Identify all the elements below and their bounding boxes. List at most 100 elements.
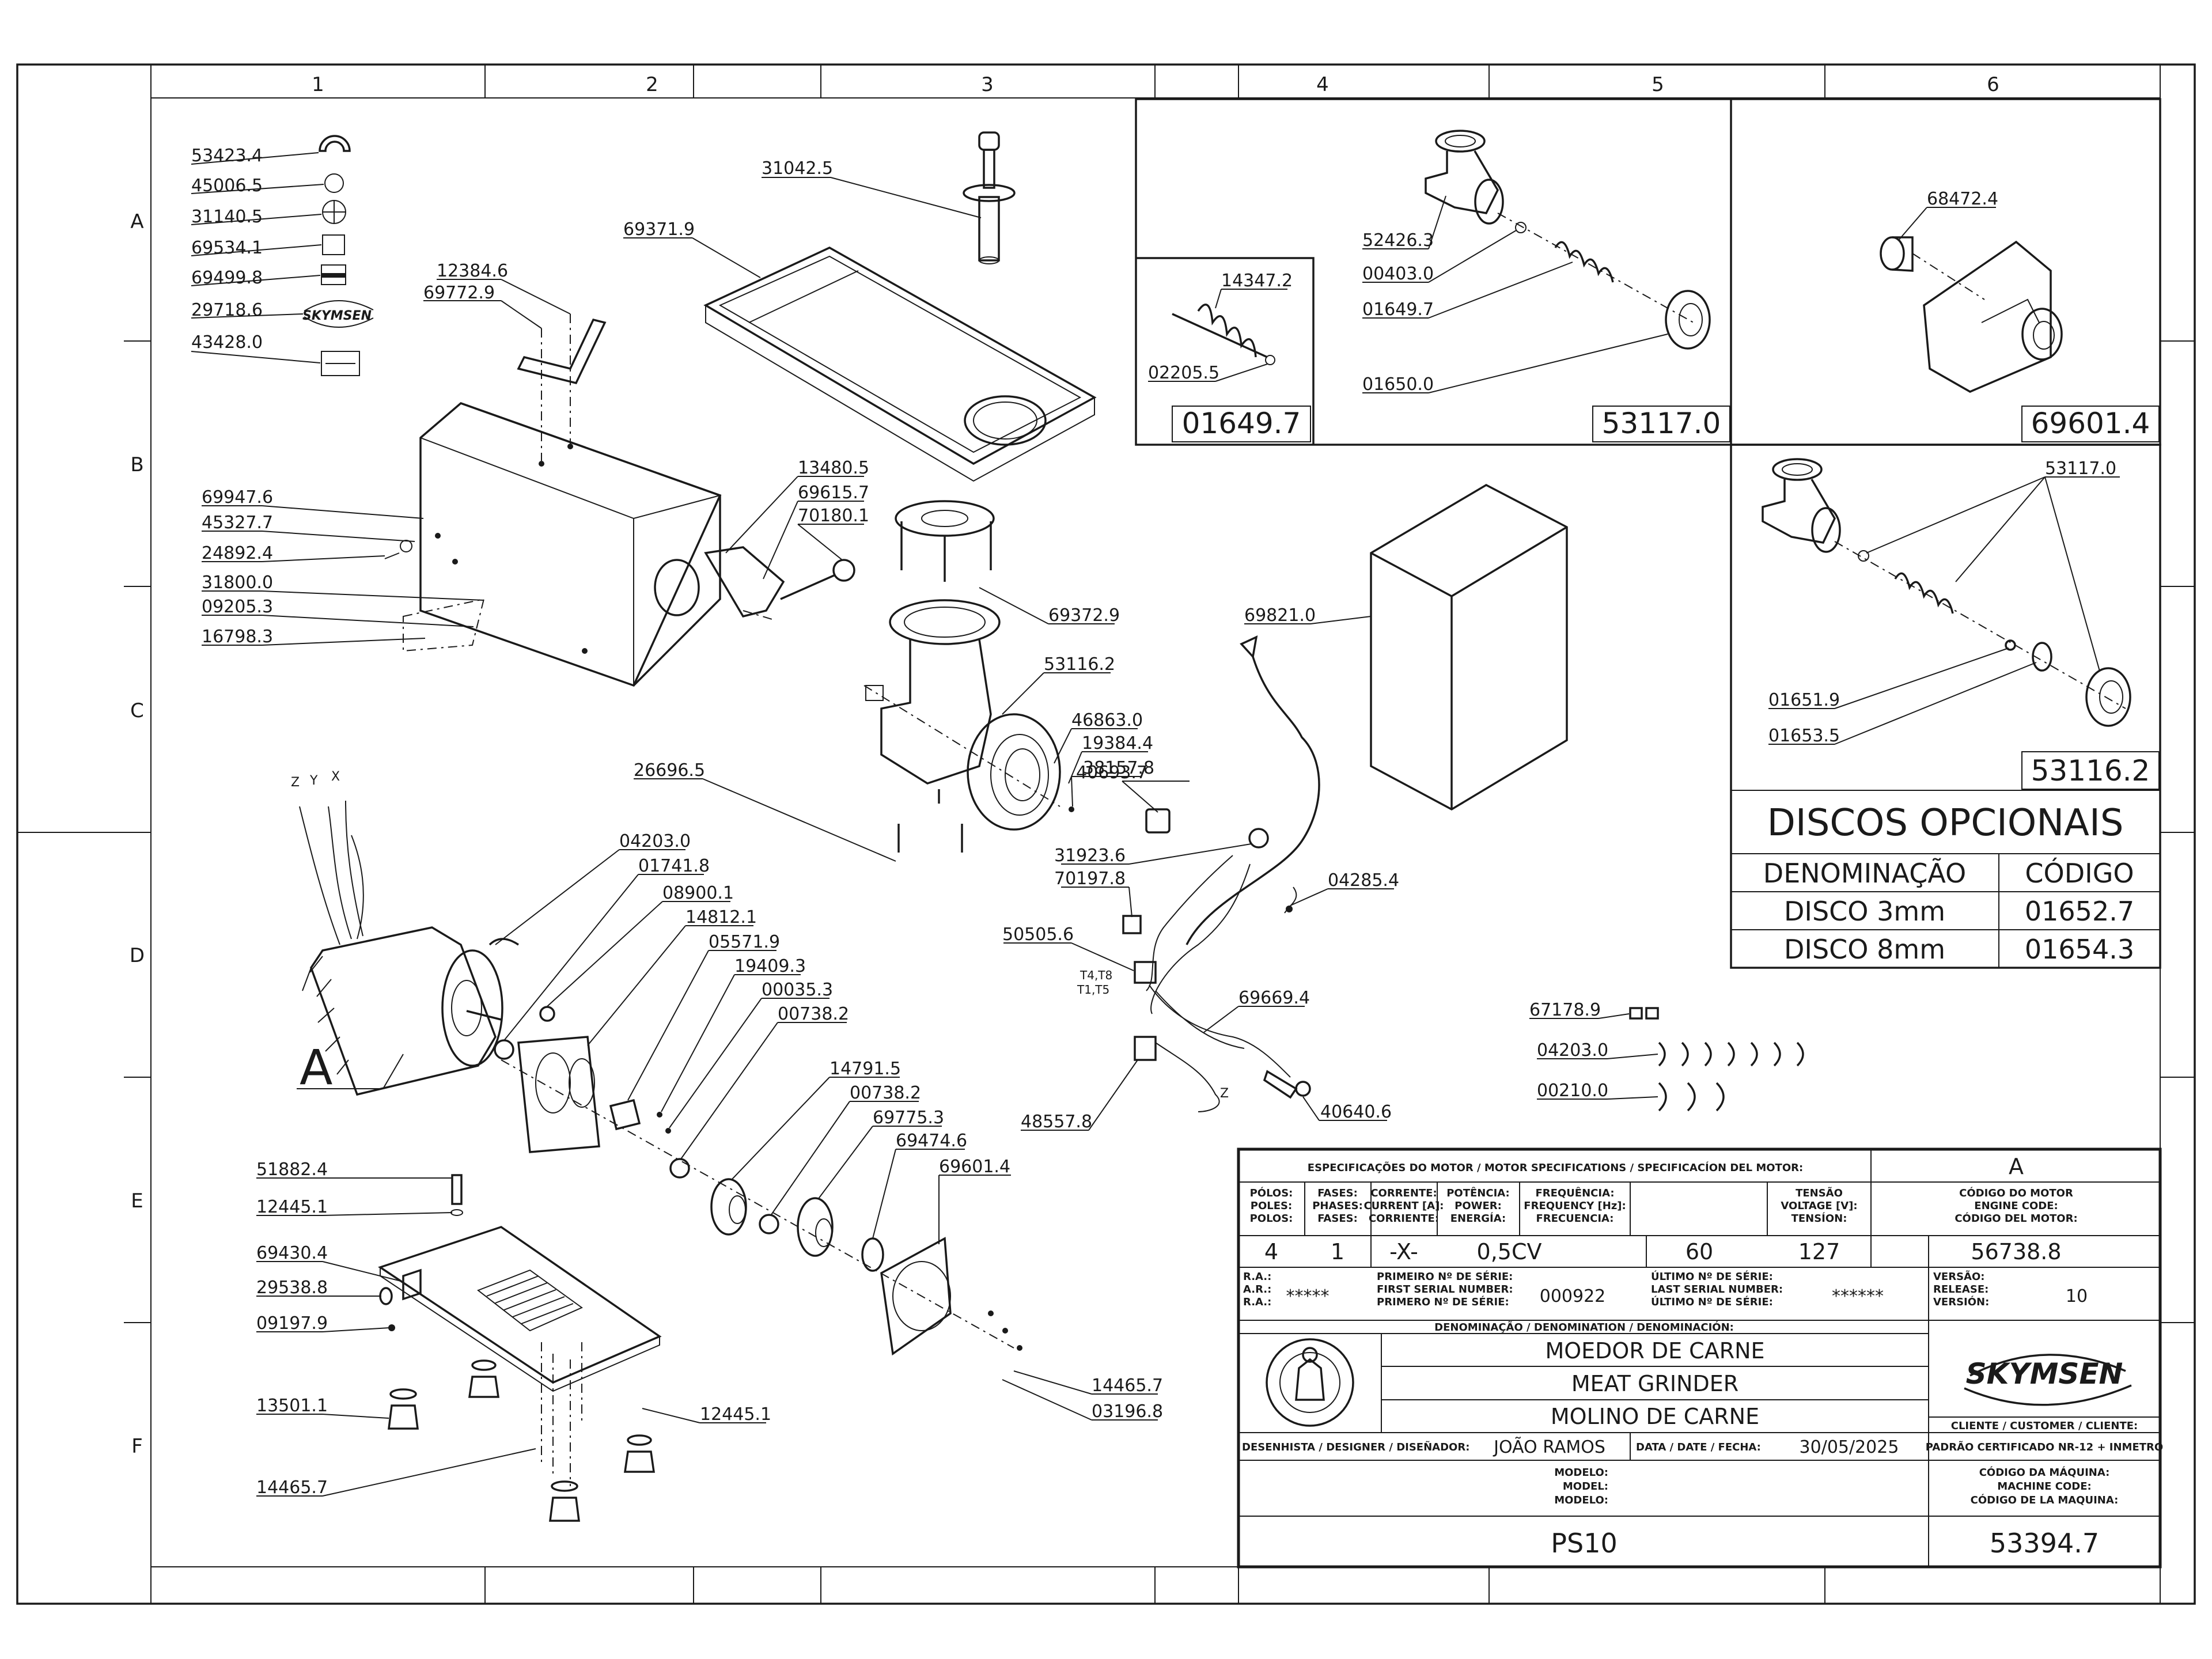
part-label: 31923.6 bbox=[1054, 846, 1126, 866]
inset-code-box-3: 69601.4 bbox=[2031, 407, 2150, 440]
part-label: 69947.6 bbox=[202, 487, 273, 507]
inset-gearbox-cover: 68472.4 bbox=[1880, 189, 2063, 393]
technician-icon bbox=[1295, 1358, 1325, 1401]
val-engine-code: 56738.8 bbox=[1971, 1239, 2061, 1264]
part-label: 45006.5 bbox=[191, 176, 263, 196]
part-label: 13501.1 bbox=[256, 1396, 328, 1416]
authorized-service-seal bbox=[1266, 1338, 1354, 1427]
capacitor bbox=[1134, 1036, 1157, 1061]
grid-col-1: 1 bbox=[312, 73, 324, 96]
part-label: 43428.0 bbox=[191, 332, 263, 353]
hdr-phases: FASES: bbox=[1317, 1187, 1358, 1199]
part-label: 69534.1 bbox=[191, 238, 263, 258]
grinder-body bbox=[880, 639, 992, 785]
wire-label: Z bbox=[291, 775, 300, 790]
part-label: 00403.0 bbox=[1362, 264, 1434, 284]
date-value: 30/05/2025 bbox=[1800, 1437, 1899, 1457]
motor-wire bbox=[488, 938, 519, 946]
ra-value: ***** bbox=[1286, 1286, 1330, 1306]
hdr-poles: PÓLOS: bbox=[1250, 1187, 1293, 1199]
label-stickers: SKYMSEN bbox=[191, 135, 374, 376]
part-label: 04203.0 bbox=[619, 831, 691, 851]
grid-row-f: F bbox=[131, 1435, 143, 1458]
pinion bbox=[609, 1099, 641, 1131]
title-block: ESPECIFICAÇÕES DO MOTOR / MOTOR SPECIFIC… bbox=[1237, 1147, 2163, 1569]
val-poles: 4 bbox=[1264, 1239, 1278, 1264]
part-label: 69499.8 bbox=[191, 268, 263, 288]
o-ring bbox=[861, 1237, 884, 1272]
part-label: 51882.4 bbox=[256, 1160, 328, 1180]
part-label: 00035.3 bbox=[762, 980, 833, 1000]
model-label: MODELO: bbox=[1554, 1467, 1608, 1479]
packing-box: 69821.0 bbox=[1244, 483, 1568, 811]
model-label: MODELO: bbox=[1554, 1494, 1608, 1506]
part-label: 31800.0 bbox=[202, 573, 273, 593]
hdr-current: CORRIENTE: bbox=[1369, 1213, 1439, 1225]
part-label: 09197.9 bbox=[256, 1313, 328, 1334]
grid-col-2: 2 bbox=[646, 73, 658, 96]
part-label: 70180.1 bbox=[798, 506, 869, 526]
inset-auger: 14347.2 02205.5 bbox=[1148, 271, 1293, 383]
part-label: 12445.1 bbox=[256, 1197, 328, 1217]
part-label: 04203.0 bbox=[1537, 1040, 1608, 1060]
part-label: 08900.1 bbox=[662, 883, 734, 903]
part-label: 16798.3 bbox=[202, 627, 273, 647]
part-label: 45327.7 bbox=[202, 513, 273, 533]
part-label: 69430.4 bbox=[256, 1243, 328, 1263]
optional-discs-title: DISCOS OPCIONAIS bbox=[1767, 802, 2124, 844]
disc-code: 01654.3 bbox=[2025, 934, 2134, 965]
designer-label: DESENHISTA / DESIGNER / DISEÑADOR: bbox=[1242, 1440, 1469, 1453]
capacitor-clip bbox=[1145, 808, 1171, 834]
motor-callout: A bbox=[300, 1039, 332, 1096]
grid-row-c: C bbox=[130, 699, 144, 722]
data-plate-icon bbox=[322, 234, 345, 255]
hdr-current: CORRENTE: bbox=[1370, 1187, 1437, 1199]
machine-code-value: 53394.7 bbox=[1990, 1528, 2099, 1559]
release-label: VERSÃO: bbox=[1933, 1270, 1984, 1283]
disc-code: 01652.7 bbox=[2025, 896, 2134, 927]
optional-discs-panel: 53116.2 53117.0 01651.9 01653.5 bbox=[1730, 444, 2161, 969]
part-label: 40693.7 bbox=[1076, 763, 1147, 783]
loose-terminals: 67178.9 04203.0 00210.0 bbox=[1529, 1000, 1804, 1112]
base-plate: 51882.4 12445.1 69430.4 29538.8 09197.9 … bbox=[256, 1160, 1163, 1522]
motor-letter: A bbox=[2009, 1154, 2024, 1179]
inset-boxes: 01649.7 53117.0 69601.4 14347.2 02205.5 bbox=[1135, 98, 2161, 446]
part-label: 29538.8 bbox=[256, 1278, 328, 1298]
hdr-engine-code: ENGINE CODE: bbox=[1974, 1200, 2058, 1212]
last-serial-value: ****** bbox=[1832, 1286, 1884, 1306]
sticker-part-labels: 53423.4 45006.5 31140.5 69534.1 69499.8 … bbox=[191, 146, 263, 353]
part-label: 69601.4 bbox=[939, 1157, 1010, 1177]
val-frequency: 60 bbox=[1685, 1239, 1713, 1264]
model-label: MODEL: bbox=[1563, 1480, 1608, 1493]
meat-pusher bbox=[963, 131, 1016, 264]
gearbox: 04203.0 01741.8 08900.1 14812.1 05571.9 … bbox=[488, 831, 1022, 1356]
val-power: 0,5CV bbox=[1477, 1239, 1542, 1264]
part-label: 50505.6 bbox=[1002, 925, 1074, 945]
switch-terminal bbox=[1122, 915, 1142, 934]
part-label: 38157.8 bbox=[1083, 758, 1154, 778]
ra-label: A.R.: bbox=[1243, 1283, 1271, 1296]
designer-name: JOÃO RAMOS bbox=[1493, 1437, 1605, 1457]
val-phases: 1 bbox=[1331, 1239, 1344, 1264]
part-label: 29718.6 bbox=[191, 300, 263, 320]
part-label: 09205.3 bbox=[202, 597, 273, 617]
grinder-ring-nut bbox=[967, 713, 1061, 831]
warning-arc-icon bbox=[319, 135, 351, 152]
part-label: 00210.0 bbox=[1537, 1081, 1608, 1101]
part-label: 12384.6 bbox=[437, 261, 508, 281]
part-label: 14465.7 bbox=[1092, 1376, 1163, 1396]
release-value: 10 bbox=[2066, 1286, 2088, 1306]
release-label: RELEASE: bbox=[1933, 1283, 1988, 1296]
inset-code-box-2: 53117.0 bbox=[1602, 407, 1721, 440]
date-label: DATA / DATE / FECHA: bbox=[1636, 1441, 1761, 1453]
brand-logo: SKYMSEN bbox=[1966, 1357, 2123, 1391]
part-label: 69775.3 bbox=[873, 1108, 944, 1128]
model-value: PS10 bbox=[1551, 1528, 1617, 1559]
reverse-lever bbox=[704, 546, 785, 618]
lever-parts: 13480.5 69615.7 70180.1 bbox=[704, 458, 869, 620]
part-label: 52426.3 bbox=[1362, 230, 1434, 251]
denomination-pt: MOEDOR DE CARNE bbox=[1545, 1338, 1764, 1363]
spec-title: ESPECIFICAÇÕES DO MOTOR / MOTOR SPECIFIC… bbox=[1308, 1161, 1803, 1174]
part-label: 69772.9 bbox=[423, 283, 495, 303]
